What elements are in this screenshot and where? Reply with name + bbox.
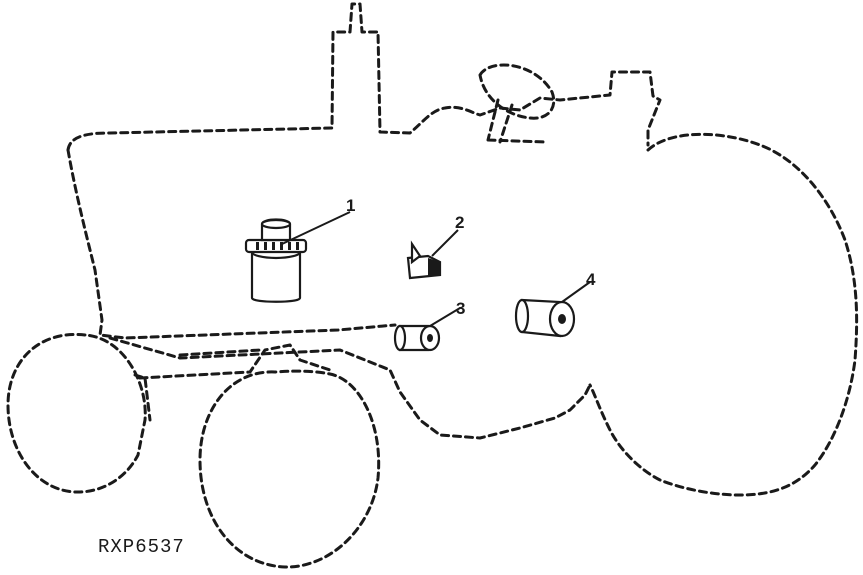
front-left-wheel-outline [6, 332, 147, 494]
callout-1: 1 [346, 196, 355, 215]
part-1-canister [244, 211, 351, 303]
figure-reference-code: RXP6537 [98, 536, 185, 558]
part-2-bracket [406, 229, 459, 280]
rear-wheel-outline [588, 132, 859, 497]
part-3-roller [393, 307, 461, 352]
steering-column-outline [486, 98, 547, 144]
front-right-wheel-outline [198, 369, 381, 569]
callout-2: 2 [455, 213, 464, 232]
callout-4: 4 [586, 270, 596, 289]
part-4-roller [514, 281, 591, 338]
steering-wheel-outline [478, 63, 556, 120]
tractor-outline [6, 2, 859, 569]
callout-3: 3 [456, 299, 465, 318]
lower-body-outline [66, 148, 592, 440]
tractor-body-outline [66, 2, 662, 152]
